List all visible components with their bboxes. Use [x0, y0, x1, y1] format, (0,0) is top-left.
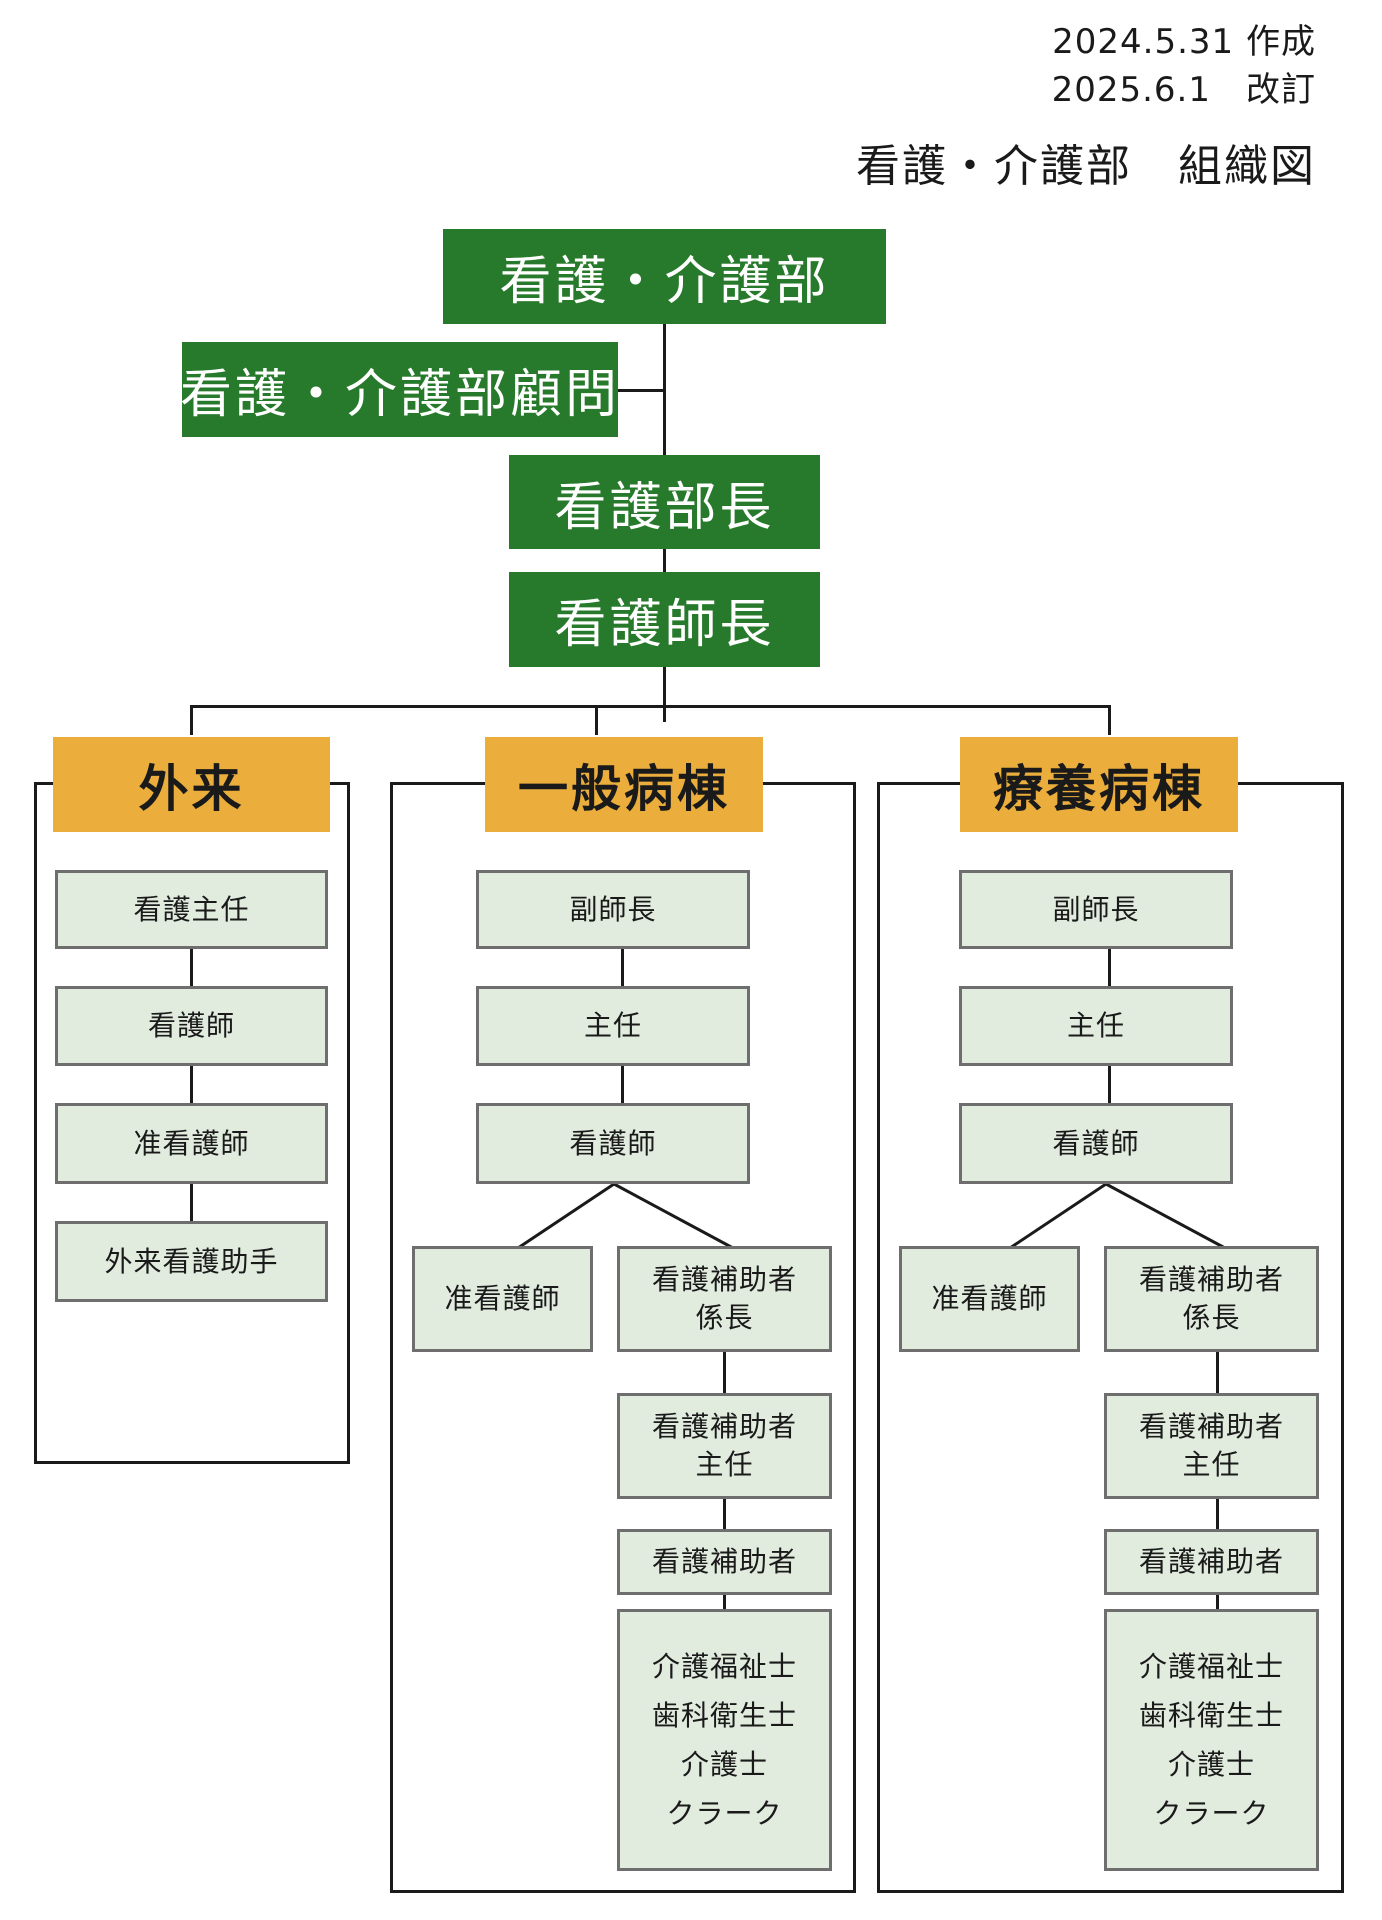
head-nurse-box: 看護師長	[509, 572, 820, 667]
care-branch-left	[1009, 1182, 1107, 1250]
role-label: 副師長	[569, 892, 657, 926]
department-box: 看護・介護部	[443, 229, 886, 324]
general-role-nurse: 看護師	[476, 1103, 750, 1184]
page-title: 看護・介護部 組織図	[856, 141, 1316, 192]
staff-clerk: クラーク	[666, 1797, 783, 1830]
role-label: 主任	[1066, 1009, 1125, 1042]
care-role-aide-lead: 看護補助者 主任	[1104, 1393, 1319, 1499]
role-label-line1: 看護補助者	[1138, 1410, 1284, 1443]
general-link-2	[621, 1064, 624, 1106]
role-label: 看護師	[1052, 1126, 1140, 1160]
advisor-connector	[618, 389, 665, 392]
director-box: 看護部長	[509, 455, 820, 549]
outpatient-label: 外来	[138, 759, 245, 818]
care-role-aide-chief: 看護補助者 係長	[1104, 1246, 1319, 1352]
role-label-line1: 看護補助者	[651, 1263, 797, 1296]
role-label: 外来看護助手	[104, 1244, 279, 1278]
general-role-chief: 主任	[476, 986, 750, 1066]
role-label: 看護補助者	[651, 1545, 797, 1578]
role-label: 看護師	[569, 1126, 657, 1160]
general-role-deputy-head: 副師長	[476, 870, 750, 949]
outpatient-link-2	[190, 1064, 193, 1106]
care-role-staff-group: 介護福祉士 歯科衛生士 介護士 クラーク	[1104, 1609, 1319, 1871]
role-label-line2: 係長	[695, 1301, 754, 1334]
director-label: 看護部長	[554, 477, 775, 538]
general-link-4	[723, 1497, 726, 1532]
outpatient-link-3	[190, 1182, 193, 1224]
outpatient-role-nurse: 看護師	[55, 986, 328, 1066]
care-link-3	[1216, 1350, 1219, 1396]
created-date: 2024.5.31 作成	[1052, 22, 1316, 62]
general-link-3	[723, 1350, 726, 1396]
general-link-5	[723, 1592, 726, 1612]
role-label-line2: 主任	[1182, 1448, 1241, 1481]
head-nurse-label: 看護師長	[554, 595, 775, 655]
staff-care-worker-cert: 介護福祉士	[651, 1650, 797, 1683]
outpatient-link-1	[190, 946, 193, 988]
role-label: 准看護師	[444, 1282, 561, 1315]
care-role-chief: 主任	[959, 986, 1233, 1066]
care-ward-header: 療養病棟	[960, 737, 1238, 832]
role-label-line1: 看護補助者	[651, 1410, 797, 1443]
staff-dental-hygienist: 歯科衛生士	[1138, 1699, 1284, 1732]
staff-care-worker-cert: 介護福祉士	[1138, 1650, 1284, 1683]
outpatient-role-assistant-nurse: 准看護師	[55, 1103, 328, 1184]
outpatient-role-aide: 外来看護助手	[55, 1221, 328, 1302]
unit-bus-line	[190, 705, 1111, 708]
general-branch-right	[613, 1182, 734, 1250]
outpatient-role-head-nurse: 看護主任	[55, 870, 328, 949]
department-label: 看護・介護部	[499, 252, 830, 312]
care-link-4	[1216, 1497, 1219, 1532]
staff-care-worker: 介護士	[680, 1748, 768, 1781]
role-label-line1: 看護補助者	[1138, 1263, 1284, 1296]
care-link-5	[1216, 1592, 1219, 1612]
staff-dental-hygienist: 歯科衛生士	[651, 1699, 797, 1732]
role-label: 准看護師	[931, 1282, 1048, 1315]
role-label: 看護師	[147, 1009, 235, 1042]
general-role-aide: 看護補助者	[617, 1529, 832, 1595]
advisor-label: 看護・介護部顧問	[180, 365, 621, 425]
advisor-box: 看護・介護部顧問	[180, 342, 621, 437]
role-label: 看護主任	[133, 892, 250, 926]
role-label: 副師長	[1052, 892, 1140, 926]
care-role-assistant-nurse: 准看護師	[899, 1246, 1080, 1352]
care-link-2	[1108, 1064, 1111, 1106]
care-branch-right	[1105, 1182, 1226, 1250]
general-role-staff-group: 介護福祉士 歯科衛生士 介護士 クラーク	[617, 1609, 832, 1871]
general-role-aide-lead: 看護補助者 主任	[617, 1393, 832, 1499]
care-role-nurse: 看護師	[959, 1103, 1233, 1184]
care-drop-line	[1108, 705, 1111, 735]
staff-clerk: クラーク	[1153, 1797, 1270, 1830]
role-label-line2: 主任	[695, 1448, 754, 1481]
care-role-deputy-head: 副師長	[959, 870, 1233, 949]
outpatient-header: 外来	[53, 737, 330, 832]
outpatient-drop-line	[190, 705, 193, 735]
care-role-aide: 看護補助者	[1104, 1529, 1319, 1595]
role-label: 看護補助者	[1138, 1545, 1284, 1578]
care-link-1	[1108, 946, 1111, 988]
role-label-line2: 係長	[1182, 1301, 1241, 1334]
general-drop-line	[595, 705, 598, 735]
care-ward-label: 療養病棟	[993, 759, 1205, 818]
general-ward-label: 一般病棟	[518, 759, 730, 818]
general-ward-header: 一般病棟	[485, 737, 763, 832]
role-label: 准看護師	[133, 1126, 250, 1160]
revised-date: 2025.6.1 改訂	[1051, 70, 1316, 110]
general-role-assistant-nurse: 准看護師	[412, 1246, 593, 1352]
general-link-1	[621, 946, 624, 988]
staff-care-worker: 介護士	[1167, 1748, 1255, 1781]
general-role-aide-chief: 看護補助者 係長	[617, 1246, 832, 1352]
role-label: 主任	[583, 1009, 642, 1042]
general-branch-left	[517, 1182, 615, 1250]
